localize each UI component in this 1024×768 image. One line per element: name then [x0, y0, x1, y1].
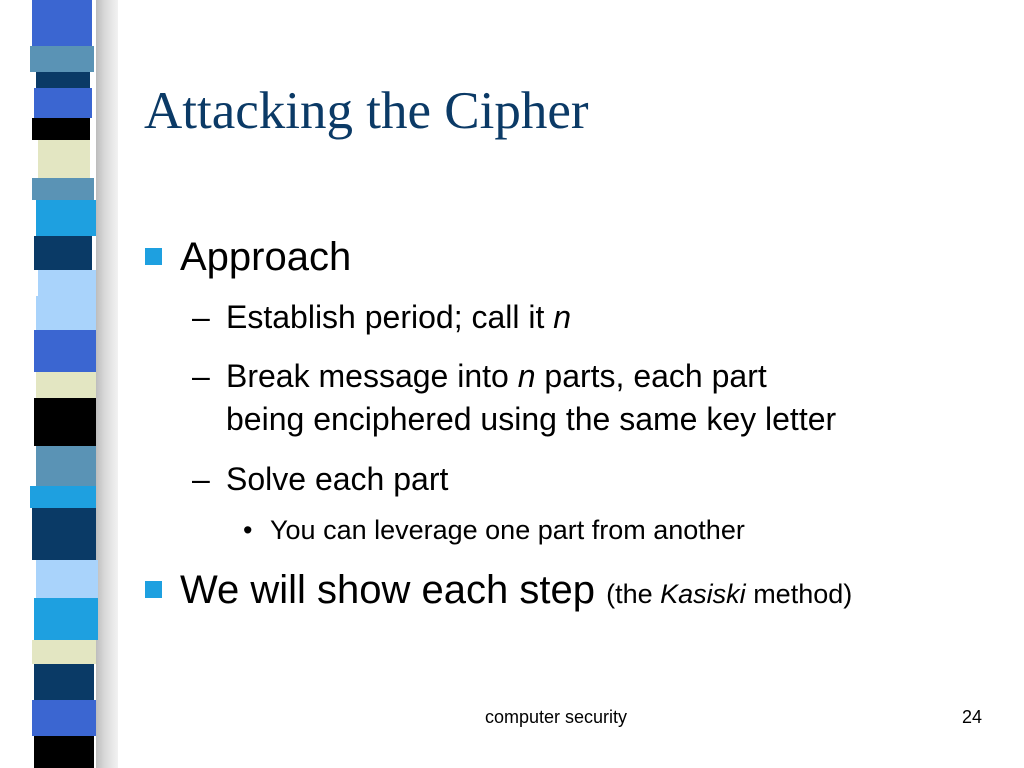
strip-block — [36, 296, 96, 330]
bullet-text-main: We will show each step — [180, 568, 595, 612]
subitem-text: Break message into n parts, each part bei… — [226, 355, 836, 441]
strip-block — [34, 88, 92, 118]
bullet-text: Approach — [180, 235, 352, 279]
strip-block — [32, 640, 96, 664]
variable-n: n — [517, 358, 536, 394]
strip-block — [34, 330, 96, 372]
subitem-text-main: Establish period; call it — [226, 299, 554, 335]
strip-block — [32, 700, 96, 736]
dash-bullet-icon: – — [192, 461, 210, 497]
subitem-text: Solve each part — [226, 461, 449, 497]
decorative-strip — [0, 0, 120, 768]
strip-block — [36, 200, 96, 236]
method-note-open: (the — [606, 579, 661, 609]
strip-block — [30, 486, 96, 508]
page-number: 24 — [962, 707, 983, 727]
strip-block — [34, 664, 94, 700]
subitem-text: Establish period; call it n — [226, 296, 571, 339]
subitem-text-main: Break message into — [226, 358, 518, 394]
subsubitem-text: You can leverage one part from another — [270, 515, 745, 545]
subitem-text-after: parts, each part — [535, 358, 767, 394]
strip-block — [32, 178, 94, 200]
variable-n: n — [553, 299, 572, 335]
dash-bullet-icon: – — [192, 299, 210, 335]
strip-block — [38, 270, 96, 296]
strip-block — [34, 598, 98, 640]
dash-bullet-icon: – — [192, 358, 210, 394]
strip-block — [36, 446, 96, 486]
strip-block — [32, 118, 90, 140]
bullet-text: We will show each step (the Kasiski meth… — [180, 567, 852, 613]
strip-block — [36, 72, 90, 88]
method-name: Kasiski — [660, 579, 746, 609]
footer-title: computer security — [485, 707, 628, 727]
strip-block — [36, 372, 96, 398]
strip-block — [32, 508, 96, 560]
slide-title: Attacking the Cipher — [144, 82, 589, 140]
method-note-close: method) — [745, 579, 853, 609]
square-bullet-icon — [145, 248, 162, 265]
strip-block — [32, 0, 92, 46]
strip-block — [38, 140, 90, 178]
strip-block — [34, 236, 92, 270]
strip-block — [30, 46, 94, 72]
method-note: (the Kasiski method) — [606, 579, 852, 609]
strip-block — [34, 736, 94, 768]
dot-bullet-icon: • — [243, 515, 253, 545]
strip-block — [34, 398, 96, 446]
decorative-strip-shadow — [96, 0, 118, 768]
strip-block — [36, 560, 98, 598]
square-bullet-icon — [145, 581, 162, 598]
subitem-text-line2: being enciphered using the same key lett… — [226, 401, 837, 438]
